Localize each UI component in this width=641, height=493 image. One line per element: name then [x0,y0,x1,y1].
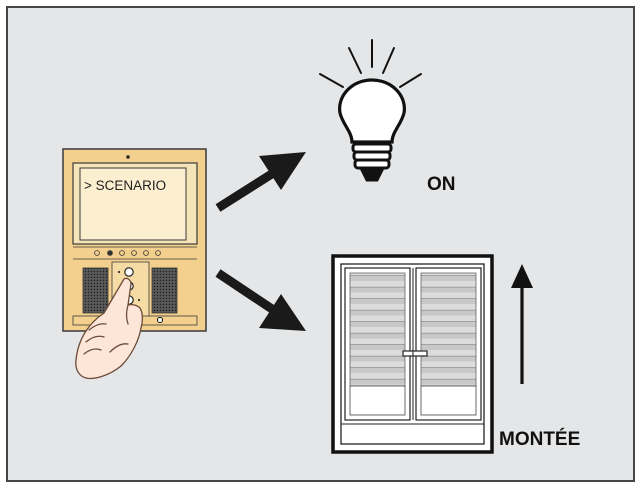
shutter-state-label: MONTÉE [499,428,580,450]
shutter-slats-left [350,273,405,386]
keypad-button-top[interactable] [125,268,133,276]
shutter-slats-right [421,273,476,386]
keypad-led-right [138,299,140,301]
panel-screen-text: > SCENARIO [84,178,166,193]
window-handle [403,351,427,356]
keypad-led-left [118,271,120,273]
panel-camera [126,155,129,158]
speaker-grille-right [152,268,177,313]
intercom-panel: > SCENARIO [63,149,206,331]
window-shutter-icon [333,256,492,452]
keypad-button-extra[interactable] [157,317,162,322]
window-pane-right [421,386,476,415]
light-state-label: ON [427,174,456,195]
bulb-globe [340,80,405,142]
window-pane-left [350,386,405,415]
speaker-grille-left [83,268,108,313]
